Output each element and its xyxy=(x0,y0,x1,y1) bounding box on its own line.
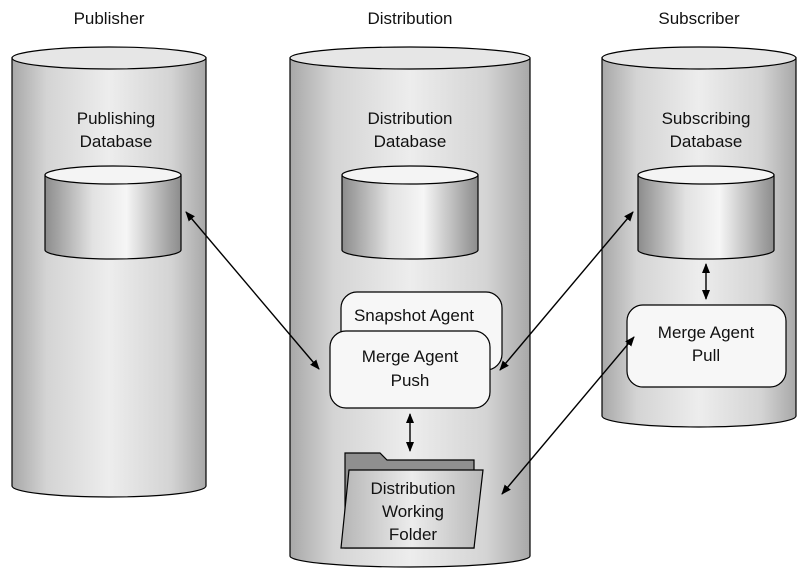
publishing-database-icon xyxy=(44,165,182,260)
merge-agent-push-line2: Push xyxy=(391,371,430,390)
folder-label-line2: Working xyxy=(382,502,444,521)
snapshot-agent-label: Snapshot Agent xyxy=(354,306,474,325)
merge-agent-pull-line1: Merge Agent xyxy=(658,323,755,342)
folder-to-merge-pull-arrow xyxy=(501,336,635,495)
folder-label-line1: Distribution xyxy=(370,479,455,498)
publishing-to-merge-push-arrow xyxy=(185,211,320,370)
folder-label-line3: Folder xyxy=(389,525,438,544)
subscribing-database-icon xyxy=(637,165,775,260)
publisher-title: Publisher xyxy=(74,9,145,28)
distribution-title: Distribution xyxy=(367,9,452,28)
distribution-working-folder-icon: Distribution Working Folder xyxy=(340,452,484,549)
subscriber-title: Subscriber xyxy=(658,9,740,28)
subscribing-database-label-line1: Subscribing xyxy=(662,109,751,128)
distribution-database-label-line2: Database xyxy=(374,132,447,151)
merge-agent-pull-box: Merge Agent Pull xyxy=(626,304,787,388)
distribution-database-icon xyxy=(341,165,479,260)
merge-agent-pull-line2: Pull xyxy=(692,346,720,365)
distribution-database-label-line1: Distribution xyxy=(367,109,452,128)
subscribing-database-label-line2: Database xyxy=(670,132,743,151)
merge-agent-push-box: Merge Agent Push xyxy=(329,330,491,409)
publishing-database-label-line2: Database xyxy=(80,132,153,151)
merge-agent-push-line1: Merge Agent xyxy=(362,347,459,366)
publishing-database-label-line1: Publishing xyxy=(77,109,155,128)
